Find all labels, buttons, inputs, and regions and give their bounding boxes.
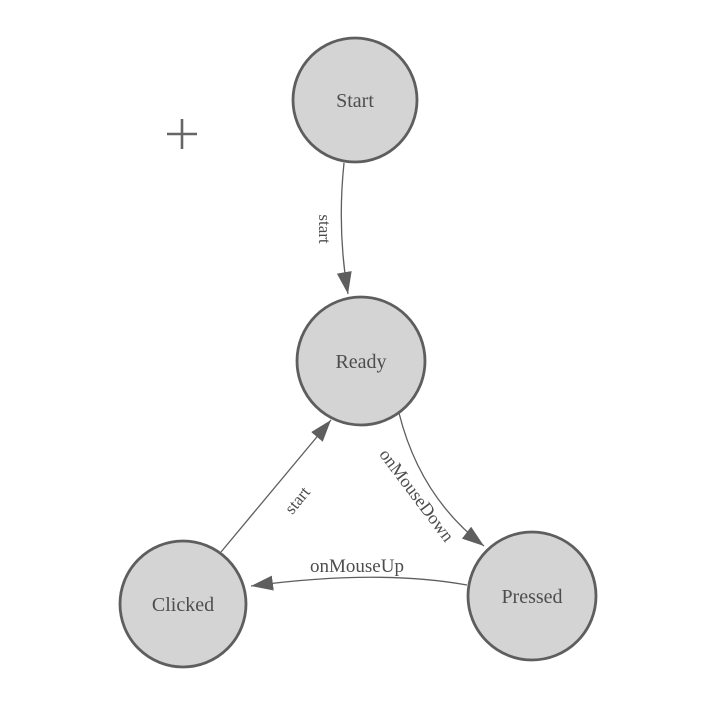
- state-node-ready[interactable]: Ready: [295, 295, 427, 427]
- edge-pressed-to-clicked[interactable]: onMouseUp: [250, 556, 468, 591]
- edge-label-start-1: start: [315, 214, 334, 244]
- node-label-start: Start: [336, 90, 374, 112]
- state-node-clicked[interactable]: Clicked: [118, 539, 248, 669]
- node-label-ready: Ready: [335, 351, 386, 373]
- node-circle[interactable]: [295, 295, 427, 427]
- edge-label-start-2: start: [281, 483, 314, 518]
- plus-icon: [167, 119, 197, 149]
- state-node-pressed[interactable]: Pressed: [466, 530, 598, 662]
- state-node-start[interactable]: Start: [291, 36, 419, 164]
- node-circle[interactable]: [118, 539, 248, 669]
- edge-ready-to-pressed[interactable]: onMouseDown: [375, 412, 485, 547]
- edge-label-onmousedown: onMouseDown: [375, 445, 458, 546]
- node-circle[interactable]: [466, 530, 598, 662]
- edge-clicked-to-ready[interactable]: start: [220, 419, 332, 553]
- node-label-clicked: Clicked: [152, 594, 214, 616]
- node-circle[interactable]: [291, 36, 419, 164]
- edge-label-onmouseup: onMouseUp: [310, 556, 404, 577]
- edge-start-to-ready[interactable]: start: [315, 162, 352, 295]
- node-label-pressed: Pressed: [501, 586, 562, 608]
